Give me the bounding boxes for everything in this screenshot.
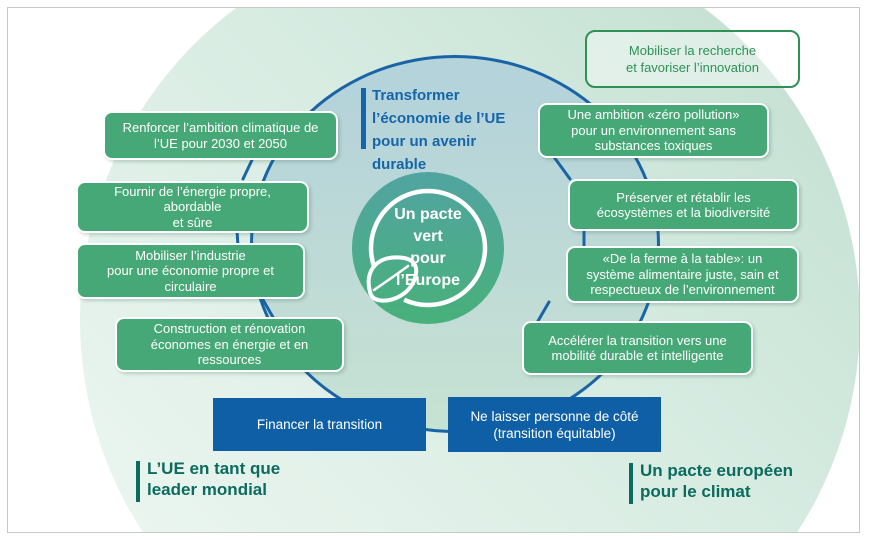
box-industry-circular-economy: Mobiliser l’industrie pour une économie … xyxy=(76,243,305,299)
box-zero-pollution: Une ambition «zéro pollution» pour un en… xyxy=(538,103,769,158)
box-finance-transition: Financer la transition xyxy=(213,398,426,451)
logo-ring xyxy=(368,188,488,308)
footer-label-climate-pact: Un pacte européen pour le climat xyxy=(640,461,794,501)
box-ecosystems-biodiversity: Préserver et rétablir les écosystèmes et… xyxy=(568,179,799,231)
diagram-frame: Renforcer l’ambition climatique de l’UE … xyxy=(7,7,860,533)
box-building-renovation: Construction et rénovation économes en é… xyxy=(115,317,344,372)
box-farm-to-fork: «De la ferme à la table»: un système ali… xyxy=(566,246,799,303)
leaf-outline xyxy=(366,255,419,303)
inner-caption-bar xyxy=(361,88,366,149)
footer-left-bar xyxy=(136,461,140,502)
green-deal-medallion: Un pacte vert pour l’Europe xyxy=(352,172,504,324)
box-clean-energy: Fournir de l’énergie propre, abordable e… xyxy=(76,181,309,233)
leaf-logo-icon xyxy=(352,172,504,324)
diagram-canvas: Renforcer l’ambition climatique de l’UE … xyxy=(8,8,859,532)
inner-caption: Transformer l’économie de l’UE pour un a… xyxy=(372,87,506,173)
footer-label-global-leader: L’UE en tant que leader mondial xyxy=(147,459,281,499)
footer-right-bar xyxy=(629,463,633,504)
box-research-innovation: Mobiliser la recherche et favoriser l’in… xyxy=(585,30,800,88)
medallion-title: Un pacte vert pour l’Europe xyxy=(394,206,462,289)
box-sustainable-mobility: Accélérer la transition vers une mobilit… xyxy=(522,321,753,375)
box-just-transition: Ne laisser personne de côté (transition … xyxy=(448,397,661,452)
leaf-vein xyxy=(372,264,410,292)
box-climate-ambition: Renforcer l’ambition climatique de l’UE … xyxy=(103,111,338,160)
